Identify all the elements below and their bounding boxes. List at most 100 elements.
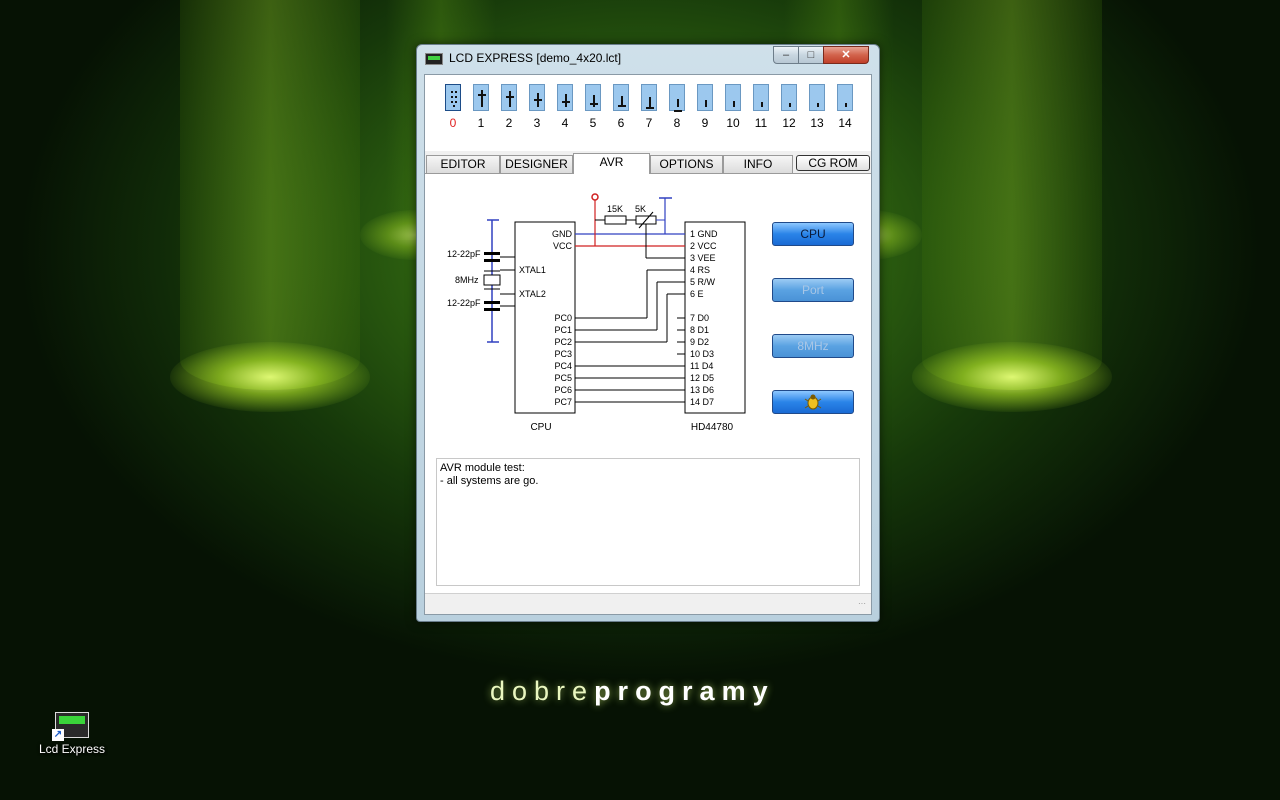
lcd-pin-label: 11 D4 — [690, 361, 713, 371]
svg-text:15K: 15K — [607, 204, 623, 214]
window-title: LCD EXPRESS [demo_4x20.lct] — [449, 51, 622, 65]
lcd-pin-label: 1 GND — [690, 229, 718, 239]
cap-top-label: 12-22pF — [447, 249, 481, 259]
custom-char-cell-7[interactable] — [641, 84, 657, 111]
custom-char-cell-10[interactable] — [725, 84, 741, 111]
hd44780-chip — [684, 221, 746, 414]
cpu-port-label: PC6 — [554, 385, 572, 395]
avr-panel: 12-22pF 8MHz 12-22pF XTAL1 XTAL2 GND VCC… — [425, 173, 871, 595]
tab-designer[interactable]: DESIGNER — [500, 155, 573, 173]
char-index-label: 12 — [782, 116, 796, 130]
char-index-label: 13 — [810, 116, 824, 130]
char-index-label: 14 — [838, 116, 852, 130]
cpu-port-label: PC3 — [554, 349, 572, 359]
custom-char-cell-5[interactable] — [585, 84, 601, 111]
lcd-pin-label: 5 R/W — [690, 277, 716, 287]
bug-icon — [804, 394, 822, 410]
char-index-label: 0 — [449, 116, 457, 130]
status-bar: ··· — [425, 593, 871, 614]
tab-avr[interactable]: AVR — [573, 153, 650, 174]
cpu-caption: CPU — [530, 422, 551, 433]
custom-char-cell-13[interactable] — [809, 84, 825, 111]
custom-char-cell-6[interactable] — [613, 84, 629, 111]
char-index-label: 5 — [589, 116, 597, 130]
minimize-button[interactable]: ‒ — [773, 46, 799, 64]
custom-char-cell-14[interactable] — [837, 84, 853, 111]
custom-char-cell-2[interactable] — [501, 84, 517, 111]
log-line: - all systems are go. — [440, 475, 539, 487]
custom-char-cell-4[interactable] — [557, 84, 573, 111]
custom-char-cell-12[interactable] — [781, 84, 797, 111]
char-index-label: 4 — [561, 116, 569, 130]
custom-char-cell-9[interactable] — [697, 84, 713, 111]
custom-char-cell-1[interactable] — [473, 84, 489, 111]
tab-options[interactable]: OPTIONS — [650, 155, 723, 173]
desktop-shortcut-lcd-express[interactable]: ↗ Lcd Express — [36, 712, 108, 756]
char-index-label: 1 — [477, 116, 485, 130]
cpu-port-label: PC7 — [554, 397, 572, 407]
brand-logo: dobreprogramy — [490, 676, 775, 707]
brand-text-bold: programy — [594, 676, 775, 706]
lcd-pin-label: 4 RS — [690, 265, 710, 275]
desktop-shortcut-label: Lcd Express — [38, 742, 106, 756]
svg-text:VCC: VCC — [553, 241, 573, 251]
char-index-label: 10 — [726, 116, 740, 130]
lcd-pin-label: 9 D2 — [690, 337, 709, 347]
lcd-pin-label: 12 D5 — [690, 373, 714, 383]
log-line: AVR module test: — [440, 462, 525, 474]
lcd-caption: HD44780 — [691, 422, 734, 433]
tab-info[interactable]: INFO — [723, 155, 793, 173]
cpu-button[interactable]: CPU — [772, 222, 854, 246]
lcd-pin-label: 10 D3 — [690, 349, 714, 359]
custom-char-cell-3[interactable] — [529, 84, 545, 111]
custom-char-cell-11[interactable] — [753, 84, 769, 111]
char-index-label: 3 — [533, 116, 541, 130]
cpu-port-label: PC4 — [554, 361, 572, 371]
custom-char-cell-0[interactable] — [445, 84, 461, 111]
svg-text:XTAL1: XTAL1 — [519, 265, 546, 275]
lcd-pin-label: 3 VEE — [690, 253, 716, 263]
shortcut-arrow-icon: ↗ — [52, 729, 64, 741]
char-index-label: 6 — [617, 116, 625, 130]
lcd-pin-label: 8 D1 — [690, 325, 709, 335]
lcd-pin-label: 2 VCC — [690, 241, 717, 251]
char-index-label: 2 — [505, 116, 513, 130]
char-index-label: 9 — [701, 116, 709, 130]
close-button[interactable]: ✕ — [823, 46, 869, 64]
port-button[interactable]: Port — [772, 278, 854, 302]
svg-text:XTAL2: XTAL2 — [519, 289, 546, 299]
brand-text-light: dobre — [490, 676, 595, 706]
lcd-express-icon: ↗ — [52, 712, 89, 741]
svg-text:GND: GND — [552, 229, 573, 239]
lcd-pin-label: 14 D7 — [690, 397, 714, 407]
status-log[interactable]: AVR module test: - all systems are go. — [436, 458, 860, 586]
resize-grip-icon[interactable]: ··· — [858, 599, 866, 608]
cpu-port-label: PC0 — [554, 313, 572, 323]
char-index-label: 8 — [673, 116, 681, 130]
lcd-pin-label: 6 E — [690, 289, 704, 299]
crystal-label: 8MHz — [455, 275, 479, 285]
debug-button[interactable] — [772, 390, 854, 414]
cpu-port-label: PC1 — [554, 325, 572, 335]
cpu-chip — [514, 221, 576, 414]
char-index-label: 11 — [754, 116, 768, 130]
avr-schematic: 12-22pF 8MHz 12-22pF XTAL1 XTAL2 GND VCC… — [447, 193, 746, 433]
cpu-port-label: PC2 — [554, 337, 572, 347]
maximize-button[interactable]: □ — [798, 46, 824, 64]
tab-editor[interactable]: EDITOR — [426, 155, 500, 173]
lcd-pin-label: 13 D6 — [690, 385, 714, 395]
frequency-button[interactable]: 8MHz — [772, 334, 854, 358]
app-icon — [425, 53, 443, 65]
custom-char-cell-8[interactable] — [669, 84, 685, 112]
tab-bar: EDITOR DESIGNER AVR OPTIONS INFO CG ROM — [425, 153, 871, 174]
svg-text:5K: 5K — [635, 204, 646, 214]
cap-bottom-label: 12-22pF — [447, 298, 481, 308]
cg-rom-button[interactable]: CG ROM — [796, 155, 870, 171]
lcd-pin-label: 7 D0 — [690, 313, 709, 323]
char-index-label: 7 — [645, 116, 653, 130]
title-bar[interactable]: LCD EXPRESS [demo_4x20.lct] ‒ □ ✕ — [417, 45, 879, 73]
cpu-port-label: PC5 — [554, 373, 572, 383]
